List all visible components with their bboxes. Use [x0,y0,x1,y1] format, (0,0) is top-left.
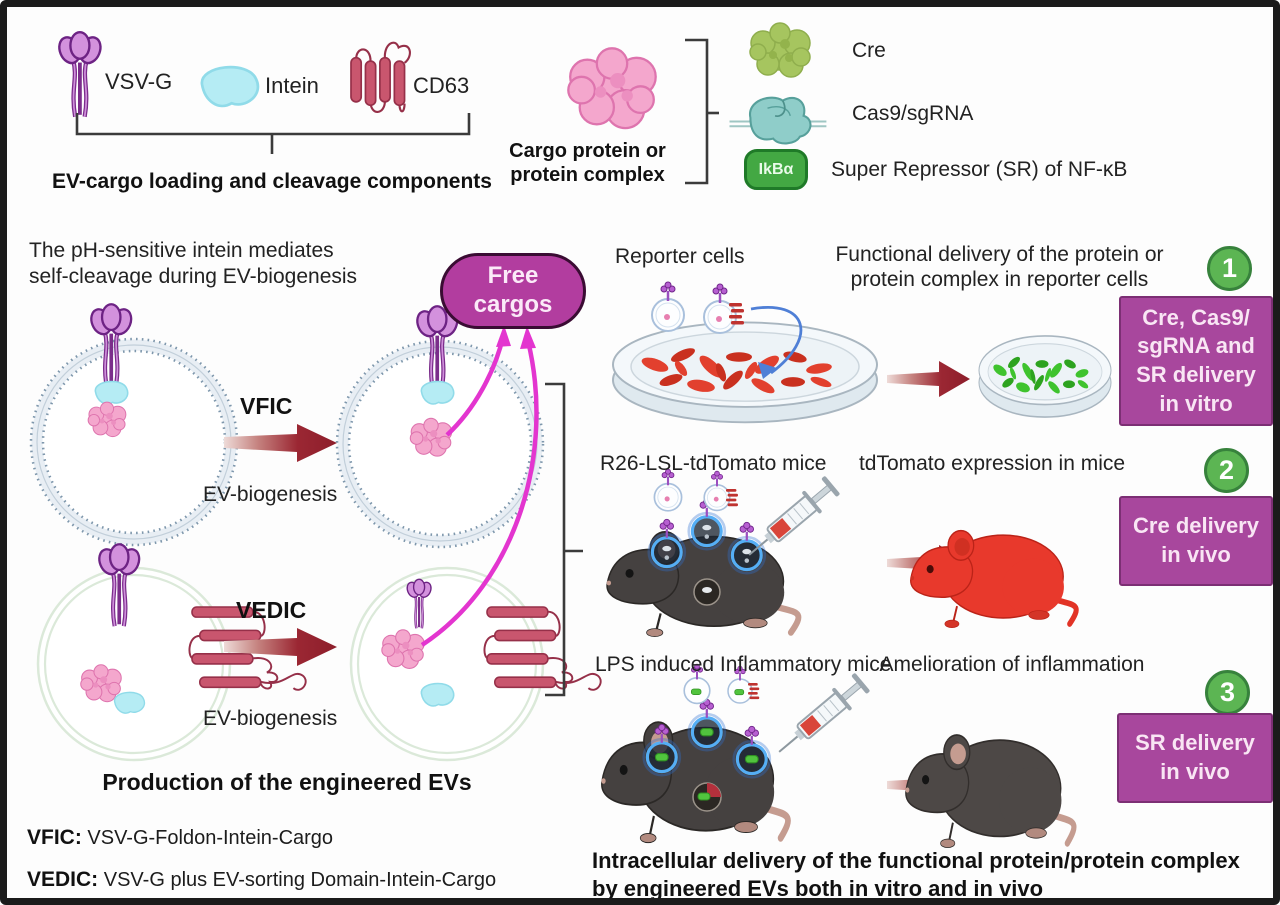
syringe-icon [769,670,873,764]
result-box-1-line: Cre, Cas9/ [1142,304,1250,330]
result-box-1: Cre, Cas9/ sgRNA and SR delivery in vitr… [1119,296,1273,426]
vfic-vesicle-before [31,339,237,545]
figure-artwork [7,22,1112,848]
intein-note-line2: self-cleavage during EV-biogenesis [29,265,358,288]
row2-result-label: tdTomato expression in mice [858,452,1126,475]
cas9-icon [728,96,828,145]
step-badge-1: 1 [1207,246,1252,291]
free-cargo-arrows [420,325,539,647]
add-to-dish-arrow [750,306,803,379]
cargo-title-line2: protein complex [510,164,665,186]
sr-label: Super Repressor (SR) of NF-κB [831,158,1128,181]
result-box-3: SR delivery in vivo [1117,713,1273,803]
intein-cleaved-icon [420,682,455,707]
intein-label: Intein [265,73,319,98]
row3-result-label: Amelioration of inflammation [879,653,1145,676]
lps-mice-label: LPS induced Inflammatory mice [595,653,892,676]
production-title: Production of the engineered EVs [102,769,472,795]
result-box-3-line: in vivo [1160,759,1230,784]
reporter-cells-label: Reporter cells [615,245,745,268]
ev-dose-icon [650,280,686,333]
vedic-def-text: VSV-G plus EV-sorting Domain-Intein-Carg… [103,869,497,891]
row1-arrow [887,361,970,397]
result-box-2-line: in vivo [1161,542,1231,567]
cre-icon [749,22,811,78]
vedic-label: VEDIC [236,597,307,623]
red-fluorescent-mouse [910,530,1077,628]
vedic-definition: VEDIC: VSV-G plus EV-sorting Domain-Inte… [27,868,496,892]
vsvg-icon [56,32,104,117]
row1-result-line2: protein complex in reporter cells [850,268,1149,291]
legend-bracket [75,113,471,154]
ev-dose-icon [702,282,738,335]
footer-line2: by engineered EVs both in vitro and in v… [592,876,1044,901]
vedic-term: VEDIC: [27,868,99,891]
legend-caption: EV-cargo loading and cleavage components [52,170,492,193]
ev-on-mouse-icon [692,782,722,812]
result-box-3-line: SR delivery [1135,730,1255,756]
intein-icon [200,65,260,108]
intein-cleaved-icon [420,380,455,405]
vfic-term: VFIC: [27,826,82,849]
intein-in-vesicle-icon [94,380,129,405]
ev-biogenesis-label-2: EV-biogenesis [203,707,338,730]
cargo-bracket [685,38,719,185]
recovered-mouse [905,734,1074,848]
ev-biogenesis-label-1: EV-biogenesis [203,483,338,506]
cas9-label: Cas9/sgRNA [852,102,974,125]
vfic-label: VFIC [240,393,293,419]
free-cargo-icon [409,417,453,457]
result-box-2: Cre delivery in vivo [1119,496,1273,586]
cargo-protein-icon [567,47,657,130]
step-badge-3: 3 [1205,670,1250,715]
step-badge-2: 2 [1204,448,1249,493]
ev-dose-icon [703,470,731,512]
cargo-in-vesicle-icon [87,401,127,438]
free-cargo-icon [381,629,425,670]
intein-note-line1: The pH-sensitive intein mediates [29,239,334,262]
reporter-dish-red [612,321,878,424]
footer-line1: Intracellular delivery of the functional… [592,848,1240,873]
intein-in-vesicle-icon [113,691,146,714]
cd63-label: CD63 [413,73,470,98]
vedic-arrow [224,628,337,666]
cd63-icon [349,41,411,113]
free-cargos-line2: cargos [473,291,553,318]
vfic-definition: VFIC: VSV-G-Foldon-Intein-Cargo [27,826,333,850]
result-box-1-line: SR delivery [1136,362,1256,387]
vsvg-label: VSV-G [105,69,173,94]
ev-on-mouse-icon [693,578,721,606]
free-cargos-line1: Free [487,262,539,290]
cargo-title-line1: Cargo protein or [509,140,666,162]
row1-result-line1: Functional delivery of the protein or [835,243,1164,266]
vfic-def-text: VSV-G-Foldon-Intein-Cargo [87,827,334,849]
result-box-2-line: Cre delivery [1133,513,1259,539]
reporter-dish-green [978,335,1112,418]
vfic-arrow [224,424,337,462]
tdtomato-mice-label: R26-LSL-tdTomato mice [600,452,827,475]
cargo-in-vesicle-icon [80,664,122,703]
ev-grouping-bracket [545,382,583,697]
ikba-badge: IkBα [744,149,808,190]
result-box-1-line: in vitro [1159,390,1233,416]
result-box-1-line: sgRNA and [1137,333,1255,359]
cre-label: Cre [852,39,886,62]
free-cargos-pill: Free cargos [440,253,586,329]
